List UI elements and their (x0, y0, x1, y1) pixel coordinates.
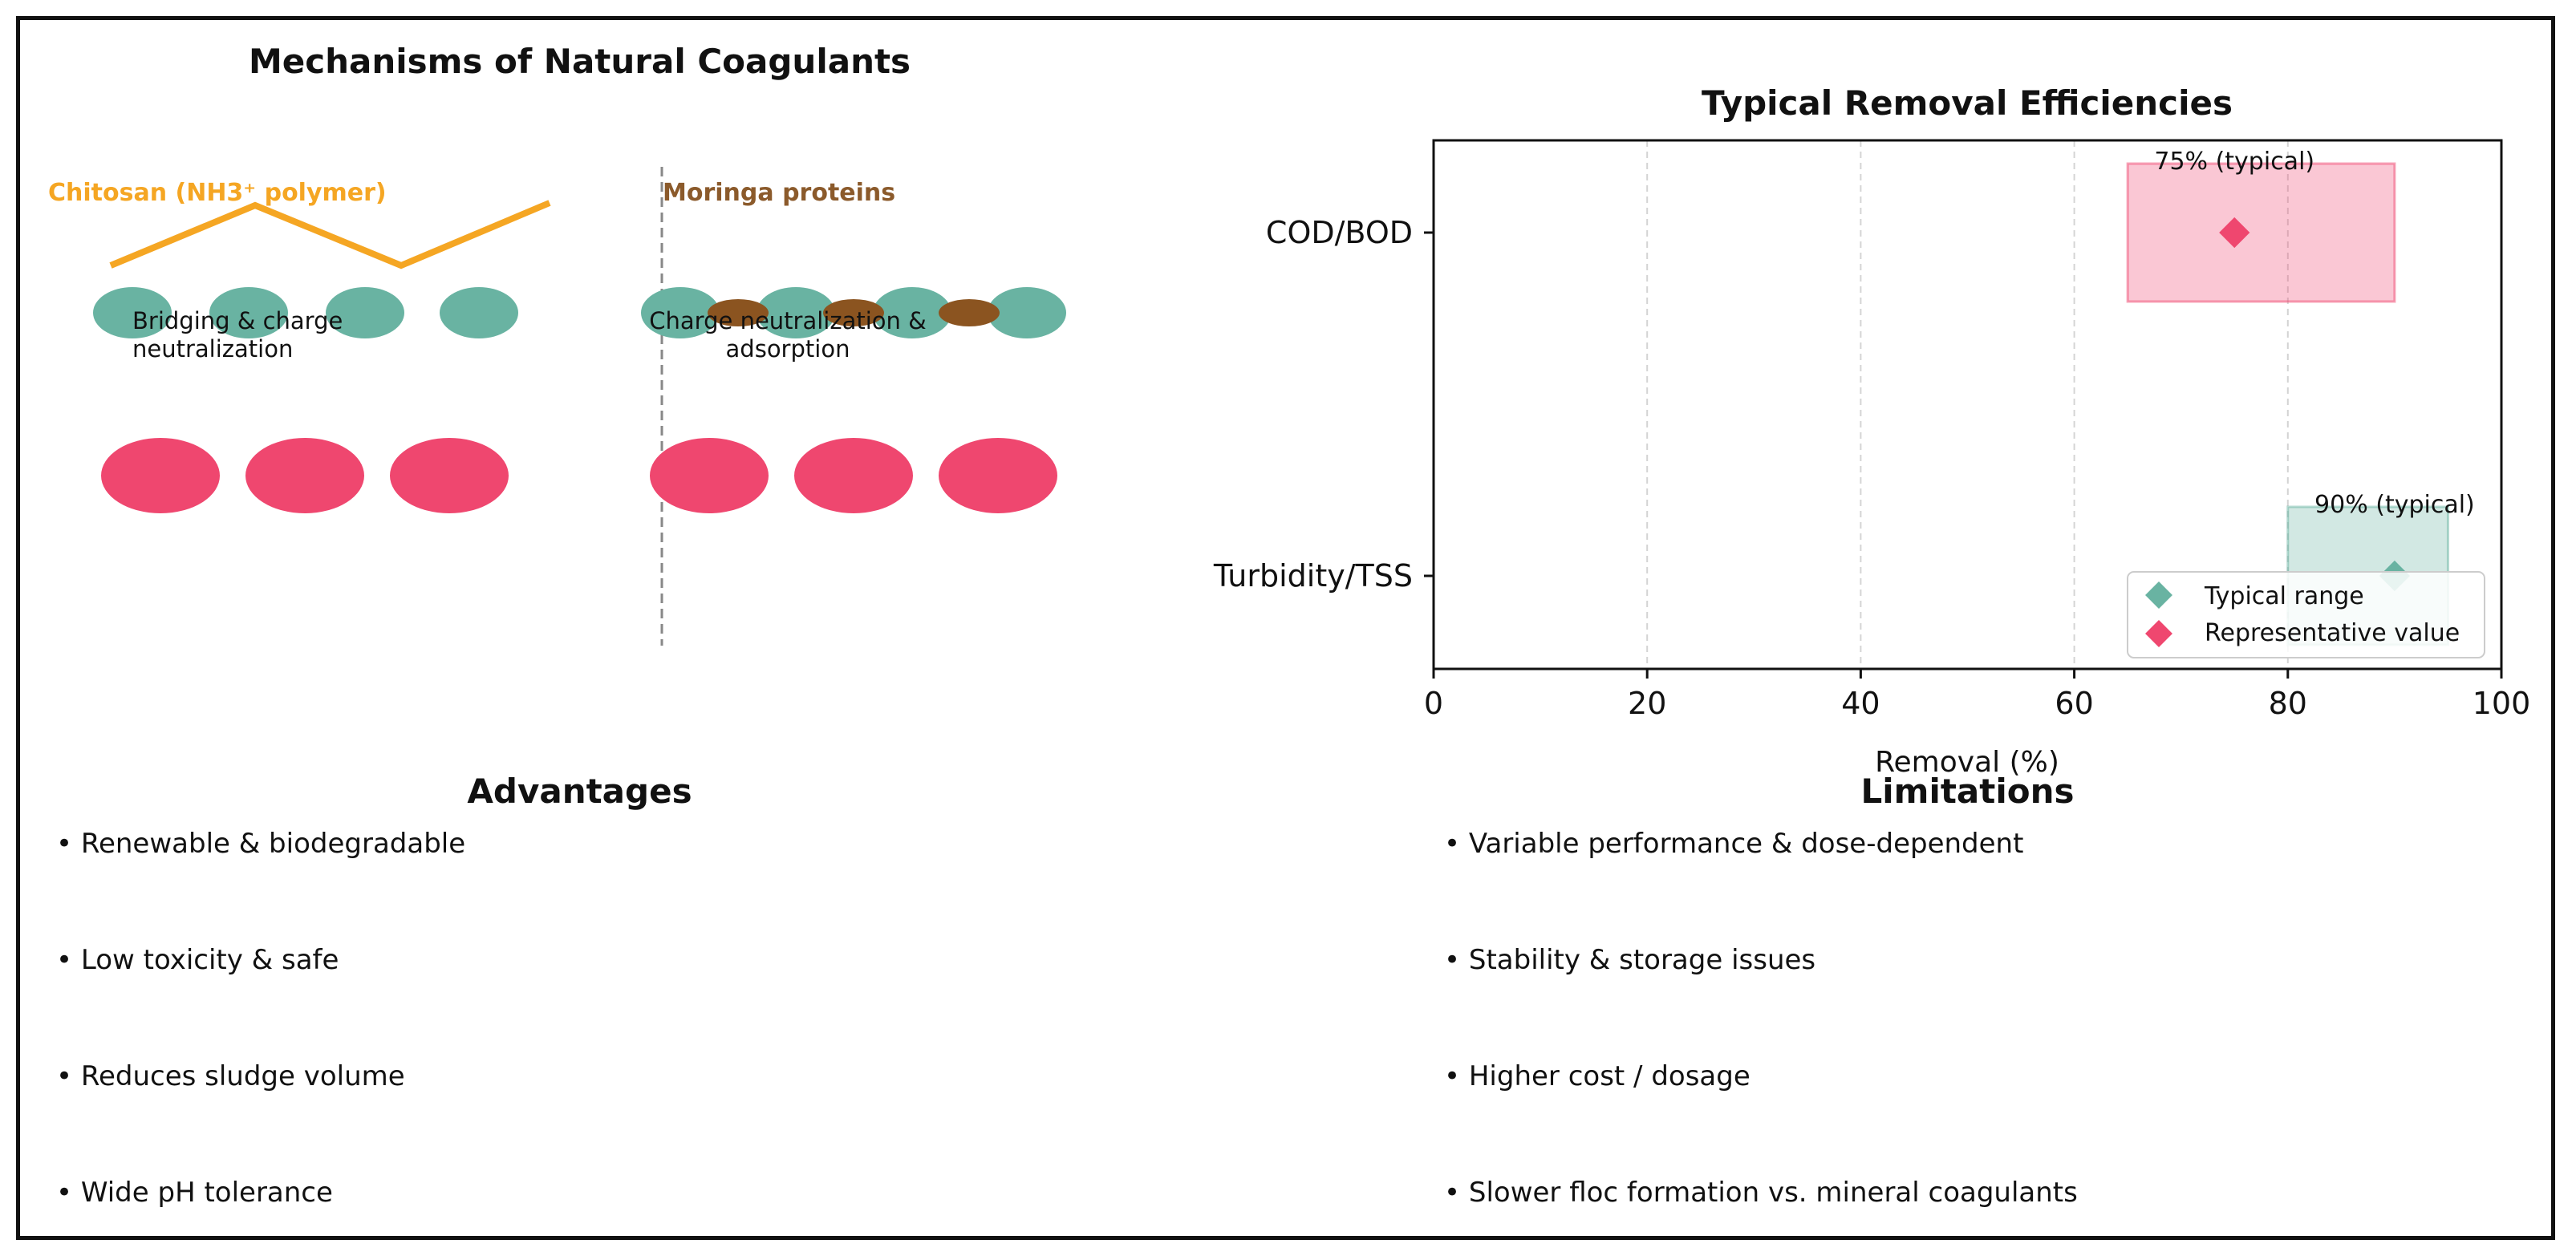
limitation-item: • Higher cost / dosage (1444, 1060, 1750, 1092)
y-tick-label: COD/BOD (1266, 215, 1413, 250)
y-axis: COD/BOD Turbidity/TSS (1213, 215, 1434, 594)
advantage-item: • Low toxicity & safe (56, 944, 339, 976)
small-particle (93, 287, 172, 338)
large-particle (390, 438, 509, 513)
removal-efficiency-chart: Typical Removal Efficiencies 75% (typica… (1213, 83, 2530, 779)
advantage-item: • Reduces sludge volume (56, 1060, 405, 1092)
representative-point (2219, 217, 2250, 249)
x-axis: 0 20 40 60 80 100 (1424, 669, 2530, 721)
x-axis-label: Removal (%) (1875, 746, 2059, 779)
x-tick-label: 60 (2055, 686, 2093, 721)
moringa-label: Moringa proteins (663, 179, 895, 207)
advantage-item: • Wide pH tolerance (56, 1177, 333, 1209)
moringa-protein (823, 299, 884, 326)
chitosan-label: Chitosan (NH3⁺ polymer) (48, 179, 387, 207)
small-particle (326, 287, 404, 338)
large-particle (794, 438, 913, 513)
x-tick-label: 80 (2269, 686, 2307, 721)
advantages-title: Advantages (467, 772, 692, 811)
limitation-item: • Variable performance & dose-dependent (1444, 828, 2024, 860)
chart-points: 75% (typical) 90% (typical) (2154, 148, 2475, 592)
chitosan-polymer-chain (109, 200, 551, 269)
limitation-item: • Stability & storage issues (1444, 944, 1816, 976)
x-tick-label: 100 (2473, 686, 2531, 721)
chitosan-caption-line2: neutralization (132, 335, 293, 363)
small-particle (641, 287, 720, 338)
range-bar (2126, 162, 2396, 303)
point-annotation: 90% (typical) (2314, 491, 2475, 519)
small-particle (988, 287, 1066, 338)
chart-legend: Typical range Representative value (2127, 571, 2485, 658)
moringa-caption-line1: Charge neutralization & (649, 307, 926, 334)
large-particle (939, 438, 1057, 513)
small-particle (440, 287, 518, 338)
x-tick-label: 0 (1424, 686, 1443, 721)
small-particle (873, 287, 951, 338)
chart-title: Typical Removal Efficiencies (1702, 83, 2233, 123)
small-particle (757, 287, 835, 338)
moringa-protein (939, 299, 1000, 326)
figure-frame (16, 16, 2555, 1240)
point-annotation: 75% (typical) (2154, 148, 2314, 176)
limitations-title: Limitations (1860, 772, 2075, 811)
x-tick-label: 40 (1841, 686, 1880, 721)
mechanisms-title: Mechanisms of Natural Coagulants (248, 42, 911, 81)
moringa-caption-line2: adsorption (726, 335, 850, 363)
large-particle (101, 438, 220, 513)
mechanisms-diagram: Chitosan (NH3⁺ polymer) Moringa proteins… (48, 167, 1066, 646)
legend-box (2127, 571, 2485, 658)
chitosan-caption-line1: Bridging & charge (132, 307, 343, 334)
limitation-item: • Slower floc formation vs. mineral coag… (1444, 1177, 2078, 1209)
y-tick-label: Turbidity/TSS (1213, 558, 1413, 594)
plot-area-border (1432, 139, 2503, 671)
legend-label-typical-range: Typical range (2204, 582, 2364, 610)
advantage-item: • Renewable & biodegradable (56, 828, 466, 860)
moringa-protein (708, 299, 769, 326)
large-particle (245, 438, 364, 513)
large-particle (650, 438, 769, 513)
small-particle (209, 287, 288, 338)
legend-label-representative-value: Representative value (2205, 619, 2460, 647)
x-tick-label: 20 (1628, 686, 1666, 721)
